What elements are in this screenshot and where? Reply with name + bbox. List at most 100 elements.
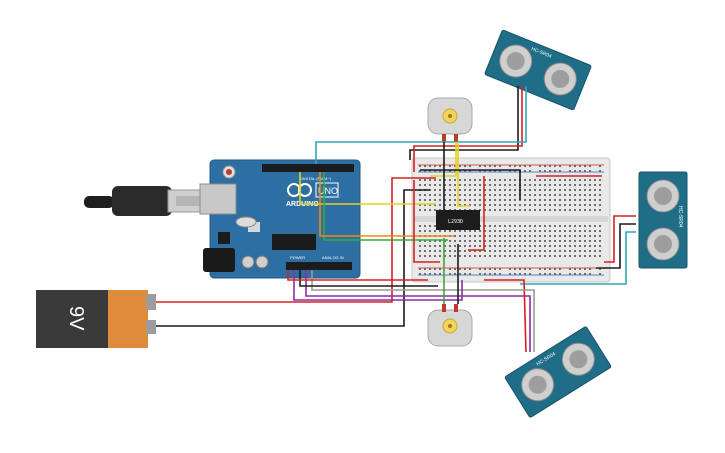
sensor-pcb — [484, 29, 592, 111]
breadboard-hole — [429, 245, 431, 247]
usb-cable — [84, 186, 213, 216]
breadboard-hole — [519, 273, 521, 275]
breadboard-hole — [524, 170, 526, 172]
ultrasonic-sensor-top: HC-SR04 — [484, 29, 592, 111]
usb-b-port — [199, 183, 237, 215]
breadboard-hole — [574, 179, 576, 181]
breadboard-hole — [579, 240, 581, 242]
breadboard-hole — [584, 179, 586, 181]
breadboard-hole — [599, 170, 601, 172]
breadboard-hole — [514, 165, 516, 167]
breadboard-hole — [464, 240, 466, 242]
breadboard-hole — [544, 184, 546, 186]
breadboard-hole — [534, 240, 536, 242]
breadboard-hole — [524, 199, 526, 201]
breadboard-hole — [554, 194, 556, 196]
breadboard-hole — [534, 235, 536, 237]
breadboard-hole — [424, 240, 426, 242]
wire-signal-purple — [293, 270, 463, 301]
breadboard-hole — [489, 230, 491, 232]
breadboard-hole — [504, 235, 506, 237]
breadboard-hole — [514, 268, 516, 270]
breadboard-hole — [499, 230, 501, 232]
breadboard-hole — [579, 250, 581, 252]
breadboard-hole — [479, 250, 481, 252]
breadboard-hole — [549, 170, 551, 172]
breadboard-hole — [534, 199, 536, 201]
breadboard-hole — [569, 170, 571, 172]
breadboard-hole — [494, 194, 496, 196]
wire-5v-red — [287, 270, 428, 281]
breadboard-hole — [599, 199, 601, 201]
breadboard-hole — [574, 209, 576, 211]
breadboard-hole — [534, 245, 536, 247]
breadboard-hole — [529, 194, 531, 196]
breadboard-hole — [499, 240, 501, 242]
breadboard-center-channel — [414, 216, 608, 222]
breadboard-hole — [464, 230, 466, 232]
breadboard-hole — [524, 235, 526, 237]
breadboard-hole — [559, 250, 561, 252]
breadboard-hole — [579, 235, 581, 237]
breadboard-hole — [519, 245, 521, 247]
breadboard-hole — [554, 245, 556, 247]
breadboard-hole — [579, 184, 581, 186]
breadboard-hole — [564, 250, 566, 252]
breadboard-hole — [574, 170, 576, 172]
breadboard-hole — [534, 225, 536, 227]
breadboard-hole — [589, 235, 591, 237]
breadboard-hole — [509, 240, 511, 242]
breadboard-hole — [429, 179, 431, 181]
breadboard-hole — [429, 255, 431, 257]
breadboard-hole — [579, 209, 581, 211]
breadboard-hole — [539, 235, 541, 237]
breadboard-hole — [524, 273, 526, 275]
breadboard-hole — [529, 179, 531, 181]
breadboard-hole — [459, 240, 461, 242]
breadboard-hole — [499, 179, 501, 181]
breadboard-hole — [539, 255, 541, 257]
breadboard-hole — [474, 189, 476, 191]
usb-plug-body — [112, 186, 172, 216]
breadboard-hole — [459, 255, 461, 257]
breadboard-hole — [434, 170, 436, 172]
breadboard-hole — [589, 189, 591, 191]
breadboard-hole — [519, 230, 521, 232]
breadboard-hole — [534, 255, 536, 257]
breadboard-hole — [469, 245, 471, 247]
breadboard-hole — [599, 189, 601, 191]
breadboard-hole — [549, 184, 551, 186]
breadboard-hole — [464, 165, 466, 167]
breadboard-hole — [479, 189, 481, 191]
breadboard-hole — [599, 179, 601, 181]
breadboard-hole — [509, 209, 511, 211]
breadboard-hole — [499, 268, 501, 270]
breadboard-hole — [469, 240, 471, 242]
breadboard-hole — [539, 184, 541, 186]
breadboard-hole — [439, 230, 441, 232]
breadboard-hole — [504, 179, 506, 181]
breadboard-hole — [424, 165, 426, 167]
breadboard-hole — [434, 230, 436, 232]
breadboard-hole — [544, 273, 546, 275]
breadboard-hole — [524, 189, 526, 191]
breadboard-hole — [464, 194, 466, 196]
breadboard-hole — [484, 170, 486, 172]
breadboard-hole — [484, 235, 486, 237]
breadboard-hole — [554, 230, 556, 232]
breadboard-hole — [524, 204, 526, 206]
breadboard-hole — [489, 209, 491, 211]
breadboard-hole — [529, 184, 531, 186]
breadboard-hole — [529, 235, 531, 237]
arduino-uno-board: ARDUINO UNO DIGITAL (PWM~) POWER ANALOG … — [199, 159, 361, 279]
breadboard-hole — [519, 235, 521, 237]
breadboard-hole — [529, 189, 531, 191]
breadboard-hole — [569, 245, 571, 247]
breadboard-hole — [494, 235, 496, 237]
breadboard-hole — [419, 165, 421, 167]
breadboard-hole — [554, 189, 556, 191]
breadboard-hole — [479, 165, 481, 167]
breadboard-hole — [514, 245, 516, 247]
breadboard-hole — [539, 250, 541, 252]
